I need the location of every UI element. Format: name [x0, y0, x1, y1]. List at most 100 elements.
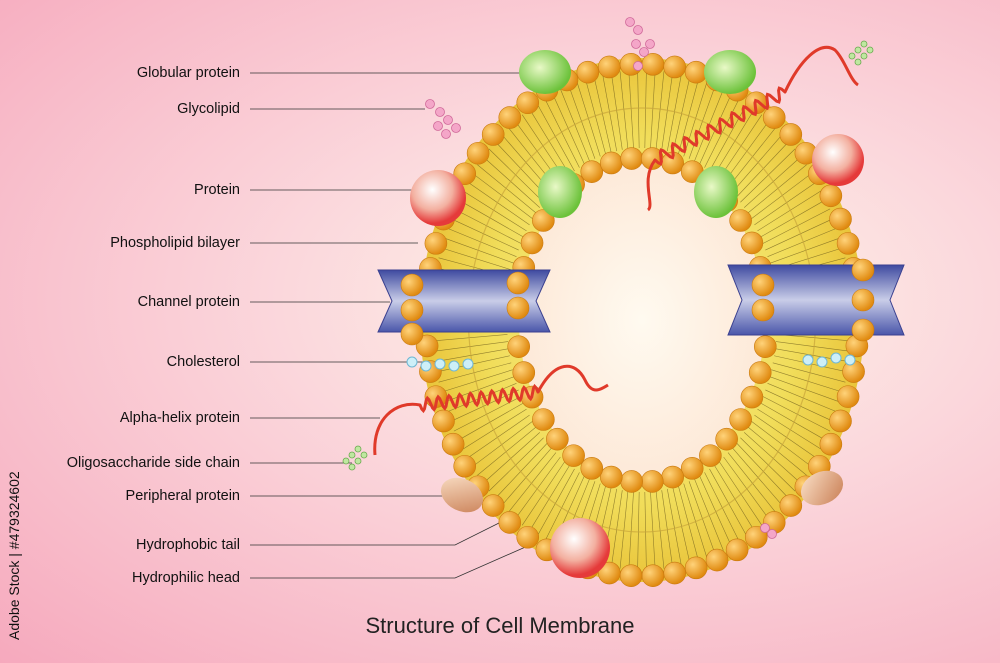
hydrophobic-tail [433, 341, 509, 352]
hydrophilic-head [851, 318, 875, 342]
hydrophilic-head [715, 427, 738, 451]
membrane-components [342, 17, 905, 578]
hydrophobic-tail [765, 218, 834, 251]
diagram-title: Structure of Cell Membrane [365, 613, 635, 638]
hydrophilic-head [762, 106, 786, 129]
hydrophilic-head [751, 298, 775, 322]
hydrophobic-tail [644, 491, 647, 570]
hydrophobic-tail [529, 108, 570, 175]
hydrophobic-tail [446, 383, 517, 413]
hydrophobic-tail [727, 452, 777, 513]
hydrophilic-head [600, 151, 623, 175]
hydrophobic-tail [471, 172, 533, 220]
hydrophobic-tail [560, 89, 590, 162]
hydrophilic-head [753, 335, 777, 358]
hydrophobic-tail [529, 465, 570, 532]
hydrophobic-tail [568, 85, 596, 159]
hydrophilic-head [498, 106, 522, 129]
hydrophilic-head [400, 322, 424, 346]
hydrophobic-tail [432, 334, 508, 342]
hydrophobic-tail [732, 447, 783, 506]
hydrophobic-tail [723, 456, 770, 520]
hydrophobic-tail [688, 481, 716, 555]
hydrophilic-head [836, 385, 860, 408]
hydrophilic-head [779, 494, 803, 517]
hydrophobic-tail [683, 82, 708, 157]
globular-protein [538, 166, 582, 218]
hydrophobic-tail [644, 70, 647, 149]
hydrophobic-tail [611, 490, 623, 568]
cholesterol-ring [844, 354, 856, 366]
cholesterol-ring [406, 356, 418, 368]
hydrophilic-head [481, 494, 505, 517]
hydrophobic-tail [714, 465, 755, 532]
glycolipid-bead [451, 123, 461, 133]
hydrophobic-tail [747, 426, 807, 476]
hydrophilic-head [432, 409, 455, 433]
label-glycolipid: Glycolipid [177, 101, 240, 117]
hydrophilic-head [620, 147, 643, 170]
hydrophilic-head [851, 288, 875, 312]
glycolipid-bead [633, 61, 643, 71]
leader-line [250, 519, 506, 546]
hydrophilic-head [680, 457, 704, 480]
hydrophobic-tail [471, 420, 533, 468]
hydrophilic-head [580, 457, 604, 480]
hydrophilic-head [498, 511, 522, 534]
hydrophobic-tail [661, 72, 673, 150]
hydrophobic-tail [457, 199, 524, 238]
label-peripheral-protein: Peripheral protein [125, 488, 240, 504]
hydrophobic-tail [727, 127, 777, 188]
hydrophobic-tail [672, 487, 691, 564]
hydrophobic-tail [769, 237, 841, 264]
leader-lines [250, 72, 531, 579]
hydrophobic-tail [760, 402, 827, 441]
hydrophilic-head [740, 385, 764, 409]
alpha-helix-coil [653, 86, 787, 166]
hydrophobic-tail [655, 491, 665, 569]
hydrophilic-head [516, 91, 540, 115]
hydrophobic-tail [740, 148, 796, 203]
hydrophobic-tail [718, 114, 763, 179]
hydrophilic-head [415, 334, 439, 358]
hydrophobic-tail [709, 468, 748, 537]
hydrophobic-tail [771, 369, 844, 393]
hydrophilic-head [661, 465, 684, 489]
hydrophobic-tail [637, 70, 640, 149]
hydrophobic-tail [514, 456, 561, 520]
hydrophilic-head [641, 470, 664, 493]
hydrophilic-head [506, 296, 530, 320]
hydrophobic-tail [767, 227, 838, 257]
hydrophobic-tail [521, 461, 566, 526]
glycolipid-bead [435, 107, 445, 117]
hydrophilic-head [684, 60, 708, 84]
hydrophobic-tail [751, 172, 813, 220]
glycolipid-bead [760, 523, 770, 533]
hydrophilic-head [684, 556, 708, 580]
hydrophobic-tail [477, 164, 537, 214]
hydrophilic-head [779, 123, 803, 146]
hydrophobic-tail [585, 79, 606, 155]
hydrophilic-head [453, 454, 477, 478]
hydrophilic-head [819, 184, 843, 208]
hydrophobic-tail [443, 237, 515, 264]
hydrophilic-head [699, 444, 722, 467]
hydrophobic-tail [477, 426, 537, 476]
hydrophilic-head [516, 525, 540, 549]
hydrophobic-tail [672, 76, 691, 153]
hydrophobic-tail [443, 376, 515, 403]
globular-protein [519, 50, 571, 94]
hydrophilic-head [597, 561, 621, 585]
glycolipid-bead [625, 17, 635, 27]
hydrophobic-tail [552, 93, 585, 165]
alpha-helix-tail [373, 402, 421, 456]
hydrophobic-tail [775, 341, 851, 352]
hydrophobic-tail [740, 437, 796, 492]
glycolipid-bead [767, 529, 777, 539]
cholesterol-ring [802, 354, 814, 366]
hydrophilic-head [751, 273, 775, 297]
oligosaccharide-chain [342, 445, 368, 471]
hydrophilic-head [851, 258, 875, 282]
hydrophobic-tail [678, 485, 699, 561]
